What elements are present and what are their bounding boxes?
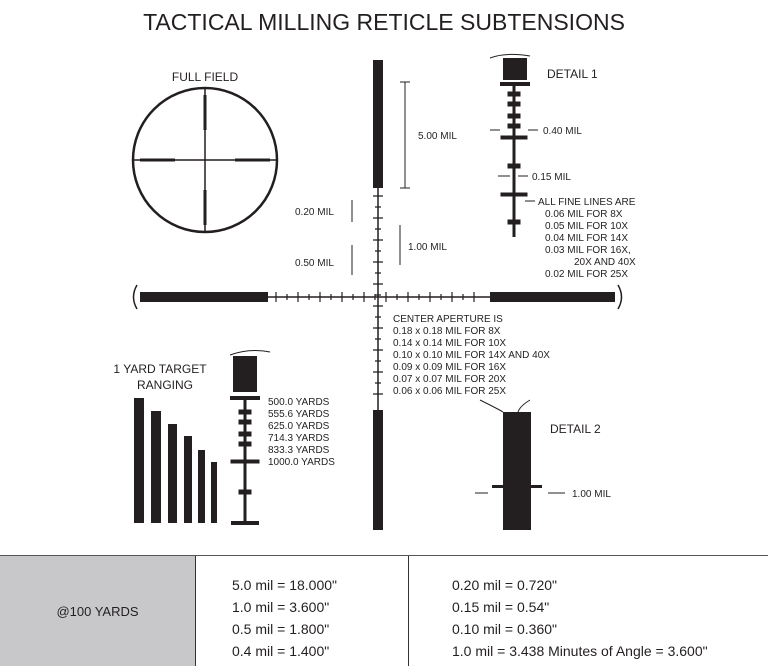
detail-2-drawing <box>475 399 565 530</box>
svg-text:714.3 YARDS: 714.3 YARDS <box>268 433 330 444</box>
dimension-lines <box>351 81 410 275</box>
svg-text:0.06 MIL FOR 8X: 0.06 MIL FOR 8X <box>545 209 623 220</box>
label-0-20-mil: 0.20 MIL <box>295 207 334 218</box>
detail-2-label: DETAIL 2 <box>550 422 601 436</box>
main-crosshair <box>132 60 623 530</box>
label-detail2-1-00-mil: 1.00 MIL <box>572 489 611 500</box>
svg-text:ALL FINE LINES ARE: ALL FINE LINES ARE <box>538 197 636 208</box>
svg-text:0.18 x 0.18 MIL FOR 8X: 0.18 x 0.18 MIL FOR 8X <box>393 326 501 337</box>
page-title: TACTICAL MILLING RETICLE SUBTENSIONS <box>143 9 625 35</box>
conversion-row: 0.10 mil = 0.360" <box>452 621 557 637</box>
conversion-row: 0.15 mil = 0.54" <box>452 599 550 615</box>
conversion-row: 0.20 mil = 0.720" <box>452 577 557 593</box>
svg-text:0.09 x 0.09 MIL FOR 16X: 0.09 x 0.09 MIL FOR 16X <box>393 362 506 373</box>
label-0-40-mil: 0.40 MIL <box>543 126 582 137</box>
svg-text:0.02 MIL FOR 25X: 0.02 MIL FOR 25X <box>545 269 628 280</box>
conversion-row: 1.0 mil = 3.600" <box>232 599 330 615</box>
conversion-column-1: 5.0 mil = 18.000" 1.0 mil = 3.600" 0.5 mi… <box>232 574 337 662</box>
conversion-row: 0.5 mil = 1.800" <box>232 621 330 637</box>
ranging-bars <box>134 398 217 523</box>
svg-text:20X AND 40X: 20X AND 40X <box>574 257 636 268</box>
center-aperture-note: CENTER APERTURE IS0.18 x 0.18 MIL FOR 8X… <box>393 314 550 397</box>
ranging-reticle <box>229 350 271 525</box>
svg-text:1000.0 YARDS: 1000.0 YARDS <box>268 457 335 468</box>
conversion-table: @100 YARDS 5.0 mil = 18.000" 1.0 mil = 3.… <box>0 555 768 666</box>
conversion-row: 5.0 mil = 18.000" <box>232 577 337 593</box>
svg-text:0.07 x 0.07 MIL FOR 20X: 0.07 x 0.07 MIL FOR 20X <box>393 374 506 385</box>
reticle-drawing: TACTICAL MILLING RETICLE SUBTENSIONS FUL… <box>113 9 636 530</box>
svg-text:0.14 x 0.14 MIL FOR 10X: 0.14 x 0.14 MIL FOR 10X <box>393 338 506 349</box>
svg-text:0.04 MIL FOR 14X: 0.04 MIL FOR 14X <box>545 233 628 244</box>
svg-text:500.0 YARDS: 500.0 YARDS <box>268 397 330 408</box>
svg-text:555.6 YARDS: 555.6 YARDS <box>268 409 330 420</box>
svg-text:0.06 x 0.06 MIL FOR 25X: 0.06 x 0.06 MIL FOR 25X <box>393 386 506 397</box>
svg-text:0.10 x 0.10 MIL FOR 14X AND 40: 0.10 x 0.10 MIL FOR 14X AND 40X <box>393 350 550 361</box>
conversion-column-2: 0.20 mil = 0.720" 0.15 mil = 0.54" 0.10 m… <box>452 574 708 662</box>
full-field-label: FULL FIELD <box>172 70 239 84</box>
conversion-row: 1.0 mil = 3.438 Minutes of Angle = 3.600… <box>452 643 708 659</box>
table-header-cell: @100 YARDS <box>0 556 196 666</box>
detail-1-label: DETAIL 1 <box>547 67 598 81</box>
svg-text:0.03 MIL FOR 16X,: 0.03 MIL FOR 16X, <box>545 245 631 256</box>
detail-1-drawing <box>489 53 538 237</box>
label-5-mil: 5.00 MIL <box>418 131 457 142</box>
svg-text:CENTER APERTURE IS: CENTER APERTURE IS <box>393 314 503 325</box>
svg-text:833.3 YARDS: 833.3 YARDS <box>268 445 330 456</box>
label-1-00-mil: 1.00 MIL <box>408 242 447 253</box>
ranging-label-2: RANGING <box>137 378 193 392</box>
svg-text:0.05 MIL FOR 10X: 0.05 MIL FOR 10X <box>545 221 628 232</box>
svg-text:625.0 YARDS: 625.0 YARDS <box>268 421 330 432</box>
label-0-50-mil: 0.50 MIL <box>295 258 334 269</box>
ranging-label-1: 1 YARD TARGET <box>113 362 207 376</box>
column-divider <box>408 556 409 666</box>
conversion-row: 0.4 mil = 1.400" <box>232 643 330 659</box>
label-0-15-mil: 0.15 MIL <box>532 172 571 183</box>
full-field-scope <box>131 86 279 234</box>
